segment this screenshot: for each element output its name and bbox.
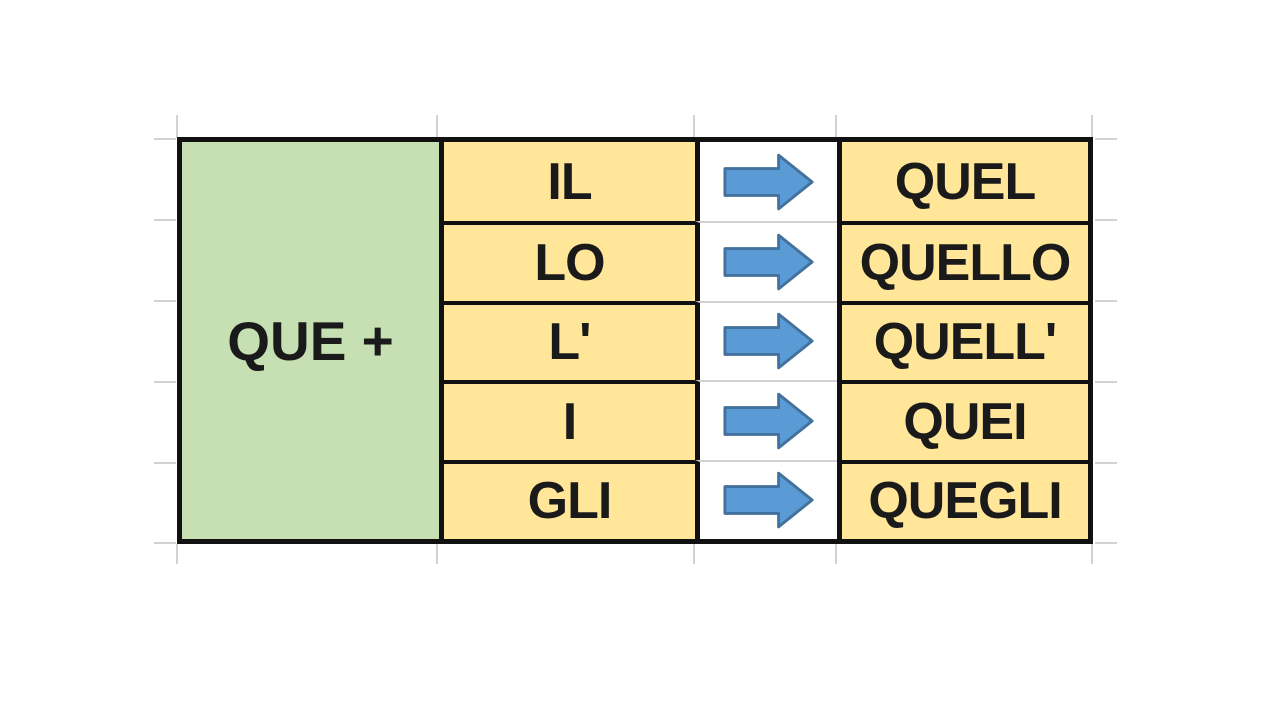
arrow-cell	[695, 142, 837, 222]
gridline-stubs-top	[176, 115, 1094, 138]
right-arrow-icon	[722, 313, 814, 370]
right-arrow-icon	[722, 233, 814, 291]
article-cell-l-apostrophe: L'	[439, 300, 695, 381]
arrow-cell	[695, 380, 837, 460]
result-cell-quei: QUEI	[837, 380, 1088, 460]
result-cell-quel: QUEL	[837, 142, 1088, 222]
article-cell-lo: LO	[439, 221, 695, 301]
article-cell-il: IL	[439, 142, 695, 222]
prefix-cell: QUE +	[182, 142, 439, 539]
result-cell-quell-apostrophe: QUELL'	[837, 300, 1088, 381]
gridline-stubs-bottom	[176, 544, 1094, 564]
gridline-stubs-right	[1095, 136, 1117, 548]
gridline-stubs-left	[154, 136, 176, 548]
right-arrow-icon	[722, 153, 814, 210]
result-cell-quegli: QUEGLI	[837, 459, 1088, 539]
article-cell-gli: GLI	[439, 459, 695, 539]
right-arrow-icon	[722, 472, 814, 529]
arrow-cell	[695, 300, 837, 381]
article-cell-i: I	[439, 380, 695, 460]
result-cell-quello: QUELLO	[837, 221, 1088, 301]
arrow-cell	[695, 459, 837, 539]
transformation-table: QUE + IL QUEL LO QUELLO L' QUELL' I	[177, 137, 1093, 544]
right-arrow-icon	[722, 392, 814, 450]
arrow-cell	[695, 221, 837, 301]
